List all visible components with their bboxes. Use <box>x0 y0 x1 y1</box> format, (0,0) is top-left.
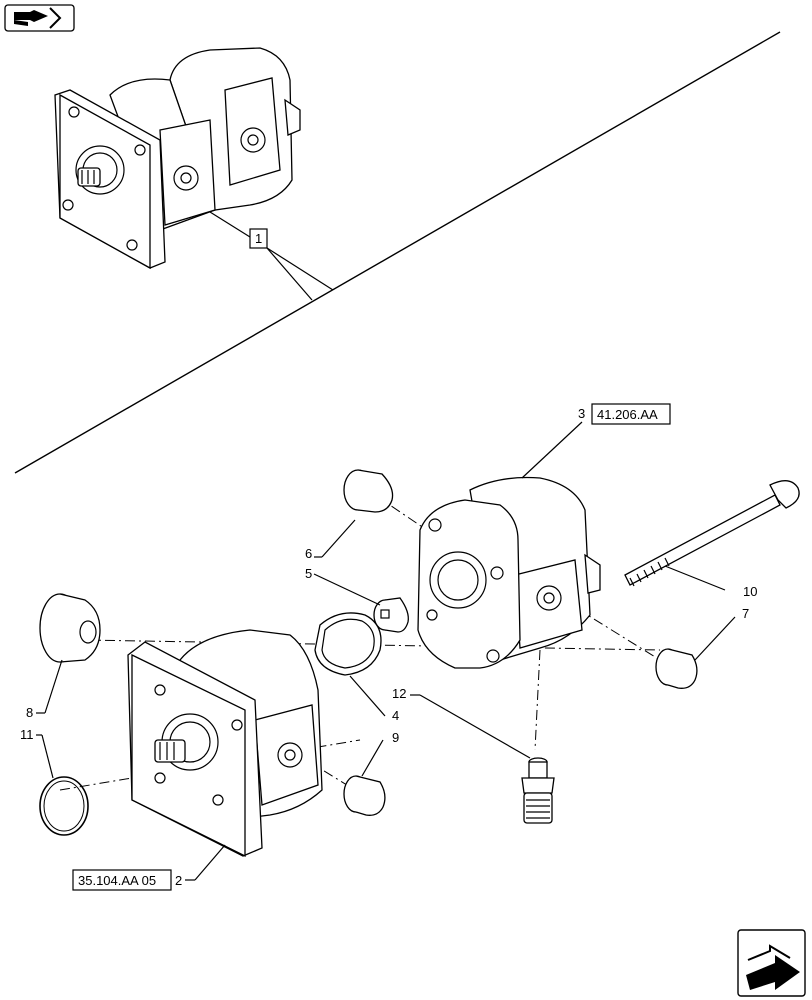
callout-3[interactable]: 3 41.206.AA <box>521 403 671 479</box>
callout-1[interactable]: 1 <box>209 211 334 301</box>
part-11-oring <box>39 776 89 836</box>
callout-11[interactable]: 11 <box>20 727 54 779</box>
part-4-gasket <box>314 612 382 676</box>
callout-7-label: 7 <box>742 606 749 621</box>
callout-8[interactable]: 8 <box>26 659 63 720</box>
callout-5[interactable]: 5 <box>305 566 381 606</box>
part-7-cap <box>655 648 698 689</box>
callout-3-label: 3 <box>578 406 585 421</box>
callout-11-label: 11 <box>20 727 34 742</box>
callout-9[interactable]: 9 <box>361 730 399 777</box>
callout-2[interactable]: 35.104.AA 05 2 <box>72 844 226 891</box>
callout-10[interactable]: 10 <box>664 565 757 599</box>
next-page-button[interactable] <box>737 929 806 997</box>
callout-2-label: 2 <box>175 873 182 888</box>
part-6-cap <box>343 469 394 513</box>
part-5-bushing <box>373 597 409 633</box>
callout-6[interactable]: 6 <box>305 519 356 561</box>
callout-5-label: 5 <box>305 566 312 581</box>
divider-line <box>14 31 781 474</box>
center-line-e <box>534 649 541 751</box>
ref-35-104-AA-05: 35.104.AA 05 <box>78 873 156 888</box>
next-page-arrow-icon <box>746 944 800 990</box>
callout-6-label: 6 <box>305 546 312 561</box>
callout-9-label: 9 <box>392 730 399 745</box>
part-10-bolt <box>624 480 800 587</box>
part-12-fitting <box>521 757 555 824</box>
part-3-rear-pump <box>417 476 601 669</box>
callout-1-label: 1 <box>255 231 262 246</box>
ref-41-206-AA: 41.206.AA <box>597 407 658 422</box>
callout-4-label: 4 <box>392 708 399 723</box>
callout-4[interactable]: 4 <box>349 675 399 723</box>
book-nav-button[interactable] <box>4 4 75 32</box>
part-2-front-pump <box>127 629 323 858</box>
callout-7[interactable]: 7 <box>694 606 749 661</box>
book-arrow-icon <box>14 7 62 29</box>
center-line-d <box>289 749 356 791</box>
part-8-cap <box>39 593 101 663</box>
pump-assembly <box>54 47 301 270</box>
callout-12-label: 12 <box>392 686 406 701</box>
callout-12[interactable]: 12 <box>392 686 531 759</box>
part-9-cap <box>343 775 386 816</box>
callout-8-label: 8 <box>26 705 33 720</box>
callout-10-label: 10 <box>743 584 757 599</box>
